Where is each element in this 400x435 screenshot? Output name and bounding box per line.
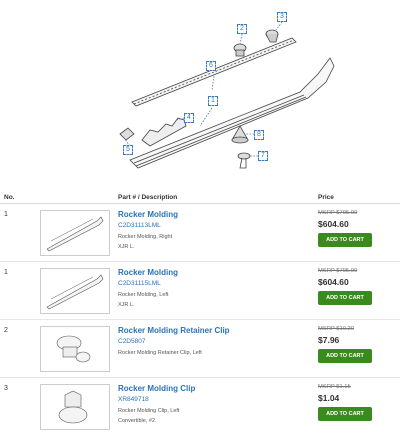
row-number: 1: [4, 211, 8, 218]
part-description: Rocker Molding Clip, Left: [118, 408, 180, 414]
table-row: 1 Rocker Molding C2D31115LML Rocker Mold…: [0, 262, 400, 320]
part-number-link[interactable]: C2D5807: [118, 338, 146, 345]
part-description: Rocker Molding, Right: [118, 234, 173, 240]
table-row: 2 Rocker Molding Retainer Clip C2D5807 R…: [0, 320, 400, 378]
part-description: Rocker Molding, Left: [118, 292, 169, 298]
sale-price: $604.60: [318, 219, 349, 229]
table-row: 3 Rocker Molding Clip XR849718 Rocker Mo…: [0, 378, 400, 435]
msrp-price: MSRP $795.00: [318, 268, 358, 274]
header-no: No.: [4, 194, 15, 201]
rocker-molding-icon[interactable]: [40, 210, 110, 256]
msrp-price: MSRP $10.20: [318, 326, 354, 332]
callout-1[interactable]: 1: [208, 96, 218, 106]
sale-price: $1.04: [318, 393, 340, 403]
part-name-link[interactable]: Rocker Molding Clip: [118, 384, 196, 393]
table-row: 1 Rocker Molding C2D31113LML Rocker Mold…: [0, 204, 400, 262]
molding-clip-icon[interactable]: [40, 384, 110, 430]
part-note: Convertible, #2.: [118, 418, 157, 424]
part-name-link[interactable]: Rocker Molding: [118, 268, 179, 277]
part-description: Rocker Molding Retainer Clip, Left: [118, 350, 202, 356]
sale-price: $7.96: [318, 335, 340, 345]
part-number-link[interactable]: C2D31113LML: [118, 222, 161, 229]
header-part: Part # / Description: [118, 194, 178, 201]
callout-4[interactable]: 4: [184, 113, 194, 123]
callout-3[interactable]: 3: [277, 12, 287, 22]
part-number-link[interactable]: C2D31115LML: [118, 280, 161, 287]
add-to-cart-button[interactable]: ADD TO CART: [318, 349, 372, 363]
callout-6[interactable]: 6: [206, 61, 216, 71]
add-to-cart-button[interactable]: ADD TO CART: [318, 233, 372, 247]
part-note: XJR L.: [118, 244, 135, 250]
msrp-price: MSRP $795.00: [318, 210, 358, 216]
callout-7[interactable]: 7: [258, 151, 268, 161]
part-note: XJR L.: [118, 302, 135, 308]
rocker-molding-icon[interactable]: [40, 268, 110, 314]
row-number: 1: [4, 269, 8, 276]
msrp-price: MSRP $1.15: [318, 384, 351, 390]
row-number: 2: [4, 327, 8, 334]
row-number: 3: [4, 385, 8, 392]
callout-8[interactable]: 8: [254, 130, 264, 140]
part-number-link[interactable]: XR849718: [118, 396, 149, 403]
header-price: Price: [318, 194, 334, 201]
add-to-cart-button[interactable]: ADD TO CART: [318, 291, 372, 305]
part-name-link[interactable]: Rocker Molding Retainer Clip: [118, 326, 230, 335]
add-to-cart-button[interactable]: ADD TO CART: [318, 407, 372, 421]
callout-2[interactable]: 2: [237, 24, 247, 34]
retainer-clip-icon[interactable]: [40, 326, 110, 372]
exploded-view-drawing: [119, 21, 335, 169]
part-name-link[interactable]: Rocker Molding: [118, 210, 179, 219]
callout-5[interactable]: 5: [123, 145, 133, 155]
parts-diagram: 1 2 3 4 5 6 7 8: [0, 0, 400, 188]
parts-table-header: No. Part # / Description Price: [0, 190, 400, 204]
sale-price: $604.60: [318, 277, 349, 287]
